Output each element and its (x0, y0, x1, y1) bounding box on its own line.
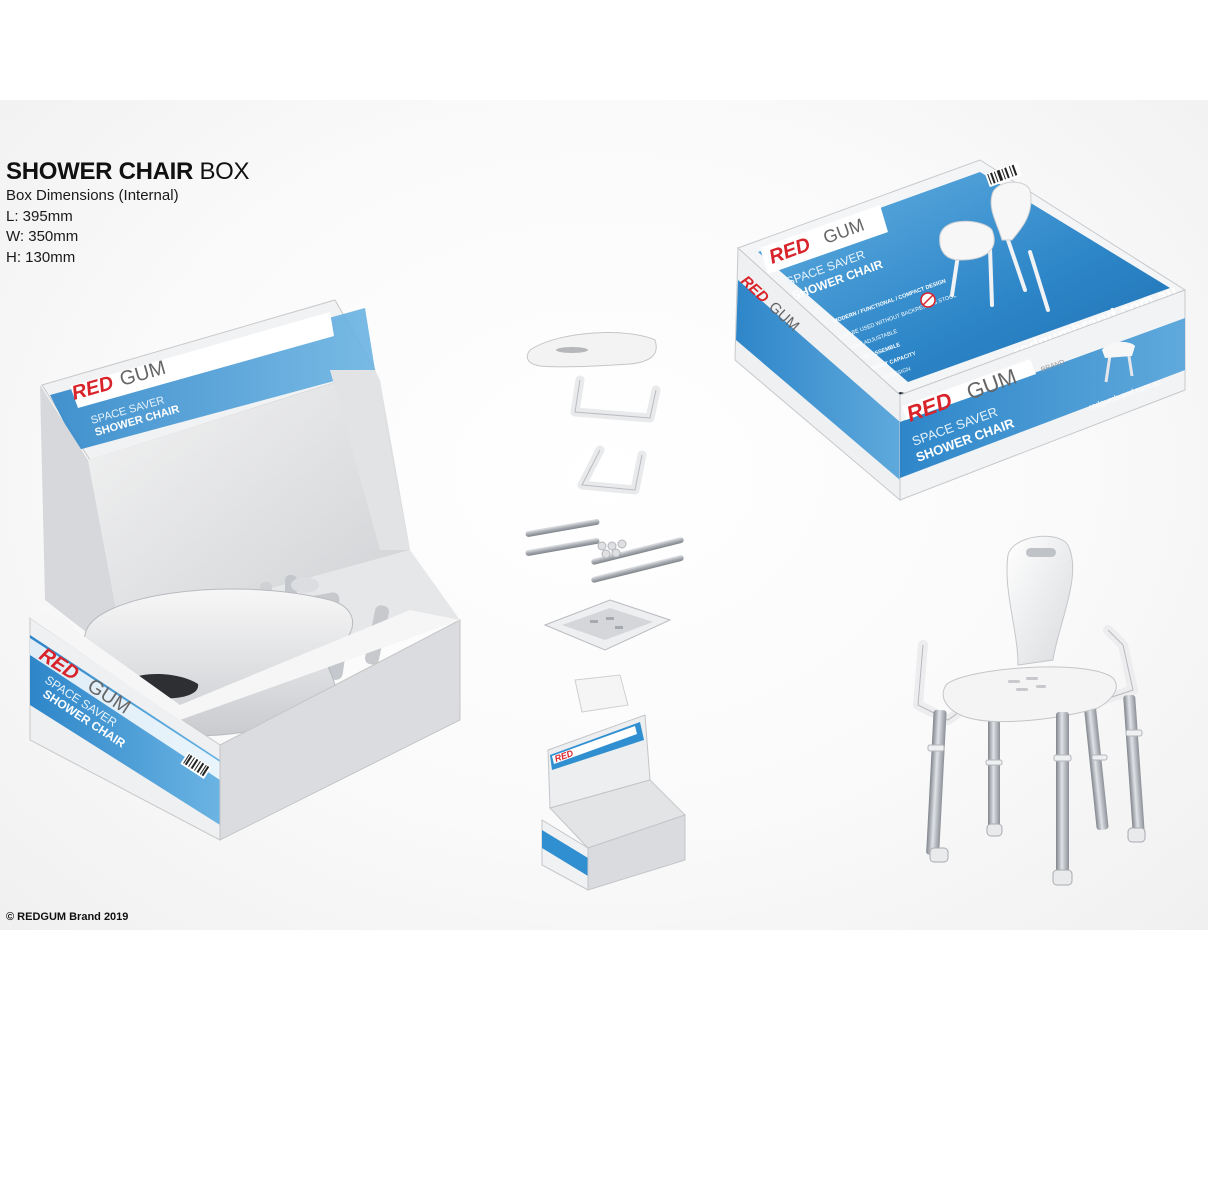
assembled-chair-render (913, 535, 1146, 886)
dims-label: Box Dimensions (Internal) (6, 187, 179, 204)
title-light: BOX (193, 158, 250, 185)
page-title: SHOWER CHAIR BOX (6, 158, 250, 186)
title-bold: SHOWER CHAIR (6, 158, 194, 185)
open-box-render: RED GUM SPACE SAVER SHOWER CHAIR RED GUM… (29, 299, 461, 841)
title-block: SHOWER CHAIR BOX Box Dimensions (Interna… (6, 158, 250, 268)
dim-width: W: 350mm (6, 228, 79, 245)
dim-height: H: 130mm (6, 248, 76, 266)
no-stool-icon (920, 292, 936, 308)
copyright-notice: © REDGUM Brand 2019 (6, 911, 129, 923)
exploded-parts-render: RED (525, 332, 686, 891)
barcode-icon (180, 752, 212, 779)
closed-box-render: RED GUM SPACE SAVER SHOWER CHAIR MODERN … (734, 159, 1187, 502)
top-barcode-icon (985, 162, 1022, 188)
dim-length: L: 395mm (6, 207, 73, 225)
